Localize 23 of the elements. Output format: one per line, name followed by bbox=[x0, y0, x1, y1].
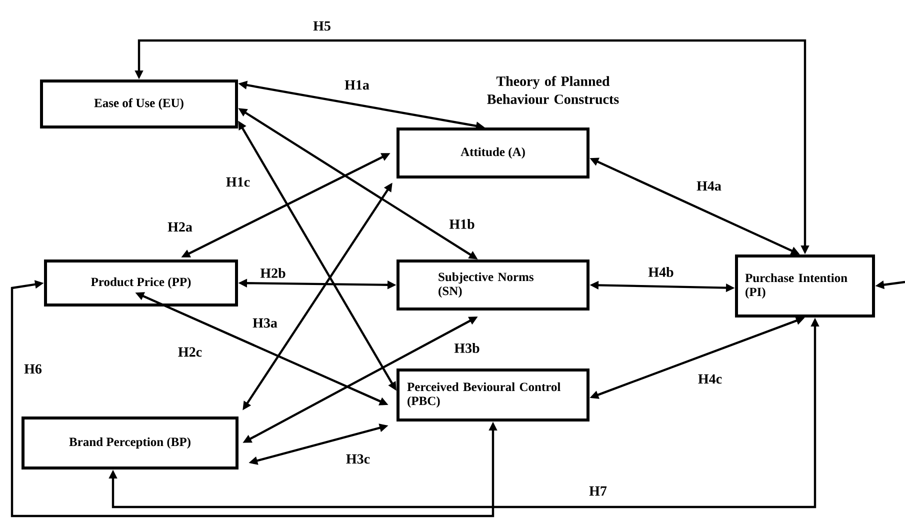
edge-label: H1c bbox=[226, 177, 250, 187]
construct-box: Brand Perception (BP) bbox=[22, 416, 238, 470]
edge-label: H3b bbox=[454, 343, 480, 353]
edge-label: H4c bbox=[698, 374, 722, 384]
edge-label: H2b bbox=[260, 268, 286, 278]
edge-label: H4b bbox=[648, 267, 674, 277]
construct-box: Attitude (A) bbox=[396, 128, 590, 178]
edge-label: H5 bbox=[313, 21, 330, 31]
edge-label: H2c bbox=[178, 347, 202, 357]
heading: Theory of Planned Behaviour Constructs bbox=[487, 76, 619, 104]
construct-box: Product Price (PP) bbox=[44, 260, 238, 306]
edge-label: H3a bbox=[252, 318, 278, 328]
construct-box: Purchase Intention (PI) bbox=[735, 254, 875, 318]
edge-label: H3c bbox=[346, 454, 370, 464]
edge-label: H6 bbox=[24, 364, 42, 374]
edge-label: H4a bbox=[696, 181, 722, 191]
edge-label: H7 bbox=[589, 486, 607, 496]
edge-label: H1a bbox=[344, 80, 370, 90]
construct-box: Subjective Norms (SN) bbox=[396, 260, 590, 310]
edge-label: H2a bbox=[168, 222, 192, 232]
edge-label: H1b bbox=[449, 219, 474, 229]
construct-box: Ease of Use (EU) bbox=[40, 80, 238, 128]
construct-box: Perceived Bevioural Control (PBC) bbox=[396, 368, 590, 422]
